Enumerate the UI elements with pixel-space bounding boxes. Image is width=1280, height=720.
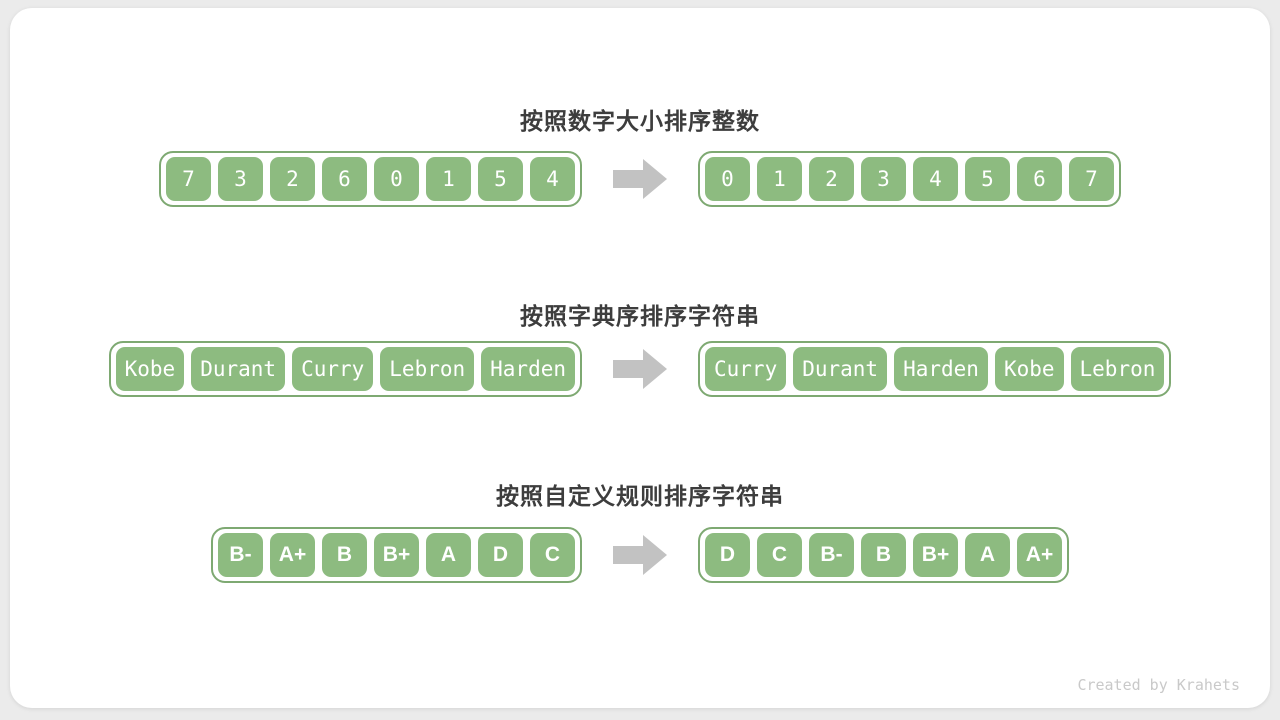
array-cell: 2 (270, 157, 315, 201)
right-arrow-icon (613, 159, 667, 199)
array-cell: B- (809, 533, 854, 577)
array-cell: 2 (809, 157, 854, 201)
array-cell: C (757, 533, 802, 577)
array-cell: 1 (757, 157, 802, 201)
array-cell: B (322, 533, 367, 577)
array-cell: 6 (1017, 157, 1062, 201)
array-cell: Durant (191, 347, 286, 391)
array-cell: B (861, 533, 906, 577)
array-cell: 6 (322, 157, 367, 201)
array-unsorted-grades: B- A+ B B+ A D C (211, 527, 582, 583)
array-cell: D (478, 533, 523, 577)
array-cell: 3 (218, 157, 263, 201)
array-cell: Curry (292, 347, 374, 391)
array-sorted-integers: 0 1 2 3 4 5 6 7 (698, 151, 1121, 207)
array-cell: B+ (913, 533, 958, 577)
array-cell: 5 (965, 157, 1010, 201)
array-cell: B+ (374, 533, 419, 577)
array-cell: A (965, 533, 1010, 577)
array-sorted-grades: D C B- B B+ A A+ (698, 527, 1069, 583)
array-unsorted-names: Kobe Durant Curry Lebron Harden (108, 341, 582, 397)
right-arrow-icon (613, 535, 667, 575)
row-title-sort-integers: 按照数字大小排序整数 (520, 108, 760, 134)
array-cell: C (530, 533, 575, 577)
array-cell: Harden (894, 347, 988, 391)
array-cell: 3 (861, 157, 906, 201)
array-cell: Curry (705, 347, 787, 391)
array-cell: 1 (426, 157, 471, 201)
row-title-sort-custom-rule: 按照自定义规则排序字符串 (496, 483, 784, 509)
array-cell: Lebron (1070, 347, 1165, 391)
array-cell: Durant (793, 347, 888, 391)
array-cell: Kobe (994, 347, 1064, 391)
row-title-sort-lexicographic: 按照字典序排序字符串 (520, 303, 760, 329)
watermark-credit: Created by Krahets (1077, 676, 1240, 694)
array-cell: 4 (530, 157, 575, 201)
array-cell: A+ (270, 533, 315, 577)
array-cell: 7 (166, 157, 211, 201)
array-cell: 0 (705, 157, 750, 201)
array-cell: 7 (1069, 157, 1114, 201)
array-unsorted-integers: 7 3 2 6 0 1 5 4 (159, 151, 582, 207)
array-cell: A+ (1017, 533, 1062, 577)
array-cell: 0 (374, 157, 419, 201)
array-sorted-names: Curry Durant Harden Kobe Lebron (698, 341, 1172, 397)
right-arrow-icon (613, 349, 667, 389)
array-cell: D (705, 533, 750, 577)
array-cell: B- (218, 533, 263, 577)
array-cell: 5 (478, 157, 523, 201)
array-cell: Lebron (380, 347, 475, 391)
array-cell: 4 (913, 157, 958, 201)
array-cell: A (426, 533, 471, 577)
array-cell: Harden (481, 347, 575, 391)
array-cell: Kobe (115, 347, 185, 391)
